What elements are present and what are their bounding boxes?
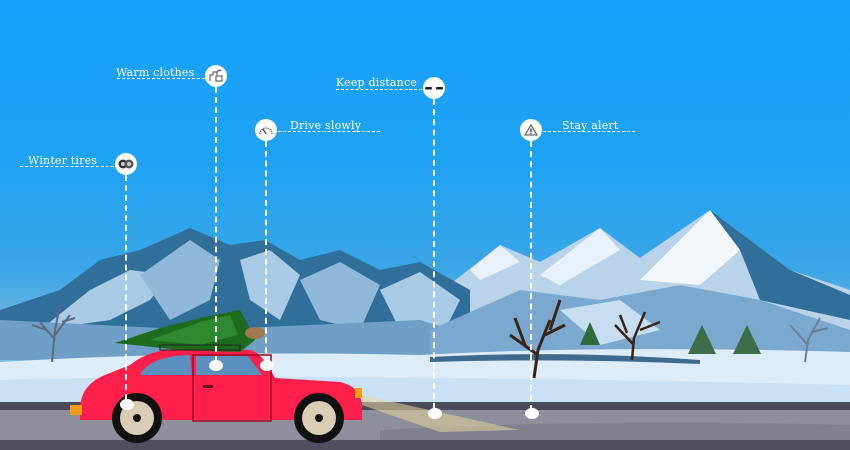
road-edge-top	[0, 402, 850, 410]
bare-tree-right	[789, 317, 829, 363]
callout-label: Warm clothes	[116, 66, 195, 79]
callout-anchor-dot	[120, 399, 134, 410]
callout-anchor-dot	[525, 408, 539, 419]
callout-pointer-line	[265, 141, 267, 363]
road-edge-bottom	[0, 440, 850, 450]
speedometer-icon	[259, 127, 273, 135]
callout-leader-line	[278, 131, 380, 132]
pine-tree	[688, 325, 716, 354]
bare-tree-left	[31, 304, 76, 363]
bare-tree-mid	[614, 311, 661, 361]
tires-icon	[118, 159, 134, 169]
clothes-icon	[209, 69, 223, 82]
cars-distance-icon	[425, 87, 443, 90]
callout-icon-bubble	[255, 119, 277, 141]
callout-pointer-line	[125, 175, 127, 400]
callout-label: Keep distance	[336, 76, 418, 89]
callout-pointer-line	[215, 87, 217, 362]
callout-icon-bubble	[115, 153, 137, 175]
warning-triangle-icon	[524, 124, 538, 136]
callout-label: Winter tires	[28, 154, 98, 167]
callout-leader-line	[336, 89, 422, 90]
callout-pointer-line	[433, 99, 435, 409]
pine-tree	[580, 322, 600, 345]
callout-icon-bubble	[423, 77, 445, 99]
callout-label: Stay alert	[562, 119, 619, 132]
callout-icon-bubble	[205, 65, 227, 87]
callout-leader-line	[20, 166, 114, 167]
callout-pointer-line	[530, 141, 532, 411]
bare-tree-center	[509, 299, 566, 379]
callout-anchor-dot	[428, 408, 442, 419]
callout-leader-line	[117, 78, 205, 79]
callout-anchor-dot	[209, 360, 223, 371]
callout-label: Drive slowly	[290, 119, 362, 132]
callout-leader-line	[543, 131, 635, 132]
pine-tree	[733, 325, 761, 354]
callout-anchor-dot	[260, 360, 274, 371]
callout-icon-bubble	[520, 119, 542, 141]
